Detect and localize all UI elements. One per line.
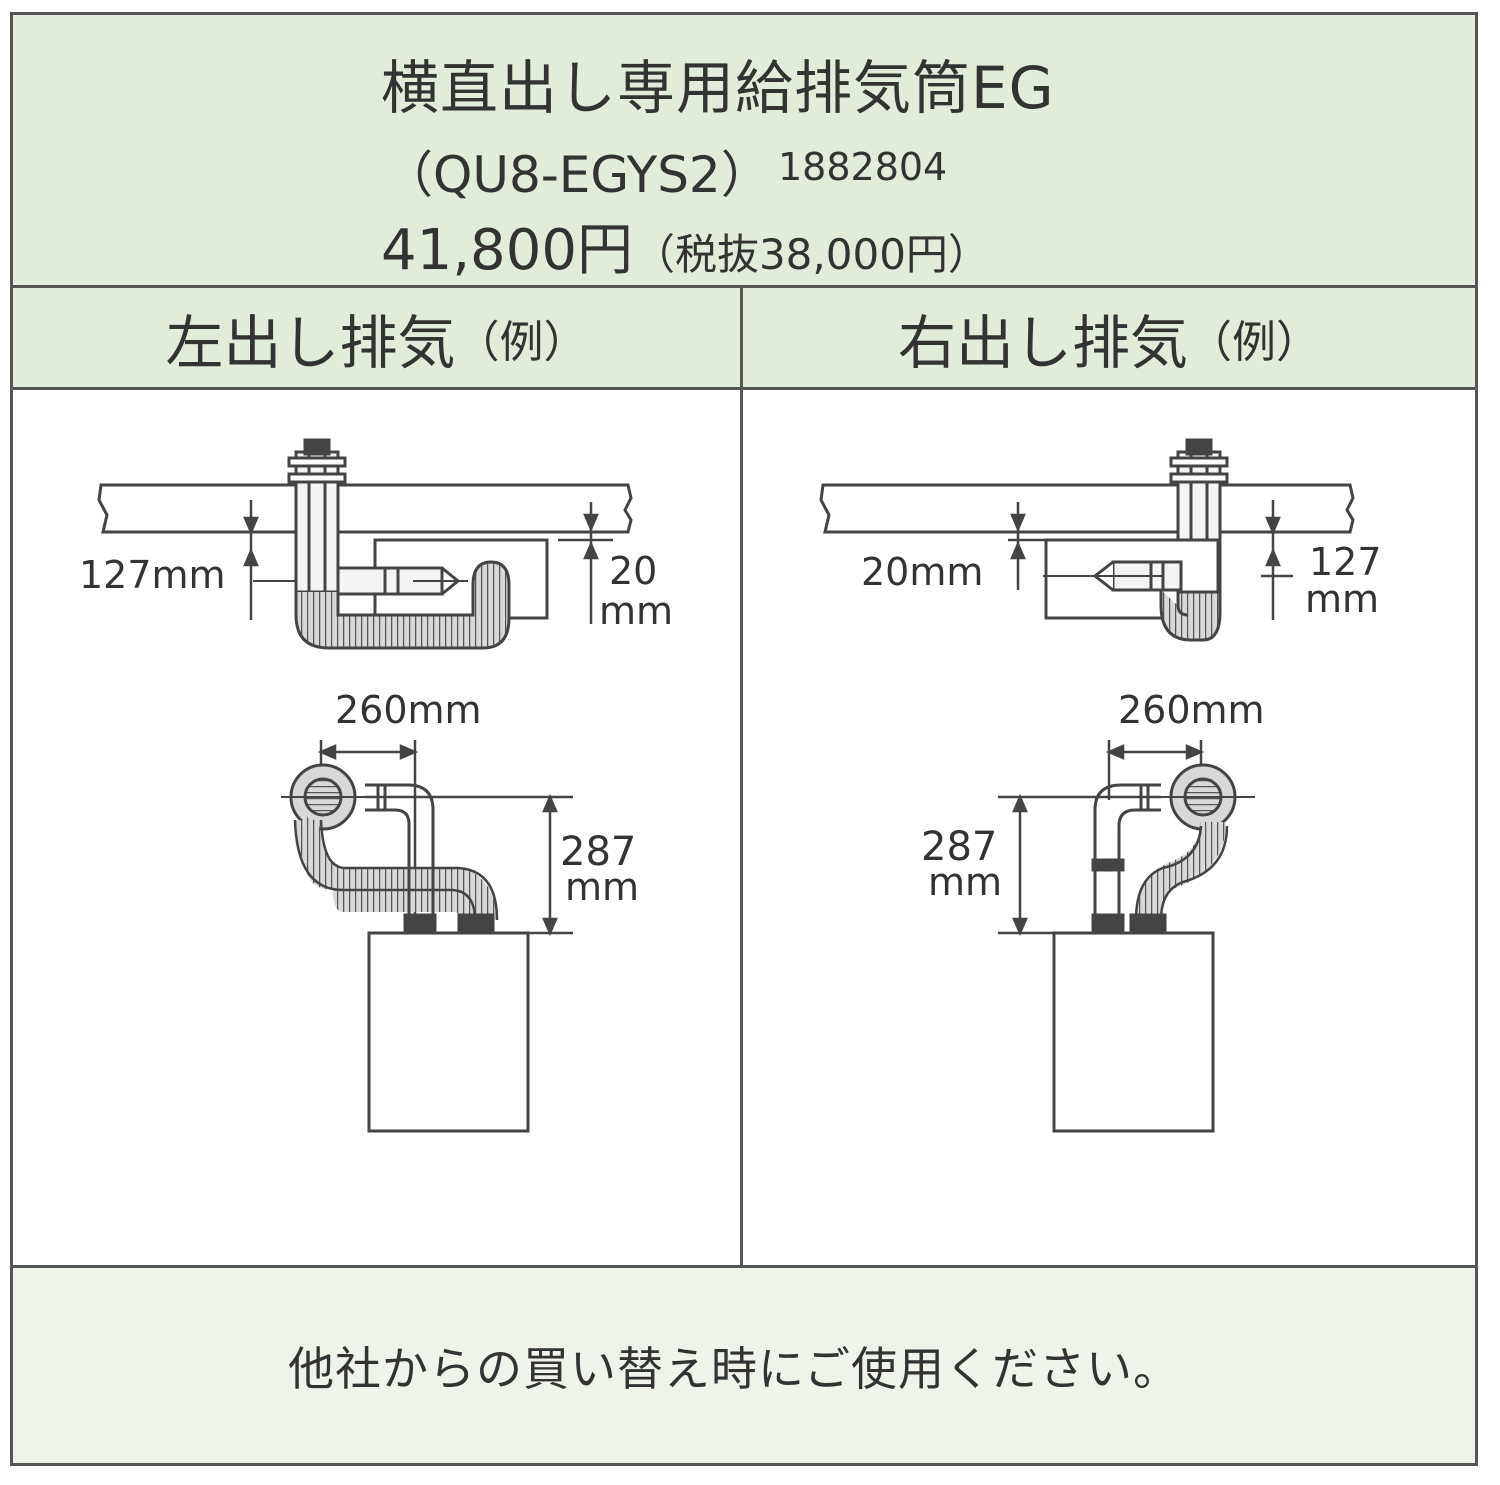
right-dim-height-value: 287 [921,824,997,870]
product-spec-table: 横直出し専用給排気筒EG （QU8-EGYS2） 1882804 41,800円… [10,12,1478,1466]
left-exhaust-heading: 左出し排気（例） [13,288,743,390]
left-side-view [97,438,633,650]
left-dim-b [558,502,613,624]
left-dim-b-value: 20 [609,549,657,593]
left-exhaust-example: （例） [455,316,588,368]
right-exhaust-diagram: 20mm 127 mm 260mm [819,438,1382,1133]
product-model: （QU8-EGYS2） [383,146,771,204]
left-dim-height [365,793,573,937]
product-price: 41,800円（税抜38,000円） [381,205,990,286]
product-header: 横直出し専用給排気筒EG （QU8-EGYS2） 1882804 41,800円… [13,15,1475,288]
right-side-view [819,438,1355,642]
left-dim-height-unit: mm [565,865,639,909]
right-dim-a-label: 20mm [861,550,983,594]
right-dim-b [1261,500,1293,620]
price-tax-excluded: （税抜38,000円） [632,230,990,279]
left-exhaust-diagram: 127mm 20 mm 260mm [79,438,673,1133]
left-front-view [281,763,530,1133]
right-dim-a [1008,502,1058,590]
right-exhaust-example: （例） [1188,316,1320,368]
right-exhaust-heading: 右出し排気（例） [743,288,1475,390]
usage-note-row: 他社からの買い替え時にご使用ください。 [13,1265,1475,1463]
product-title: 横直出し専用給排気筒EG [381,54,1055,122]
usage-note: 他社からの買い替え時にご使用ください。 [287,1341,1181,1396]
right-dim-height-unit: mm [928,860,1002,904]
right-dim-height [998,793,1161,937]
right-exhaust-diagram-panel: 20mm 127 mm 260mm [743,390,1475,1265]
left-dim-a-label: 127mm [79,553,226,597]
left-dim-a [241,500,263,620]
right-dim-b-unit: mm [1305,577,1379,621]
left-dim-b-unit: mm [599,589,673,633]
left-exhaust-diagram-panel: 127mm 20 mm 260mm [13,390,743,1265]
left-dim-height-value: 287 [560,829,636,875]
right-dim-width-label: 260mm [1118,688,1265,732]
right-dim-b-value: 127 [1309,540,1382,584]
price-value: 41,800円 [381,218,633,283]
right-exhaust-title: 右出し排気 [897,308,1188,377]
product-code: 1882804 [778,145,948,189]
left-exhaust-title: 左出し排気 [165,308,456,377]
left-dim-width-label: 260mm [335,688,482,732]
right-front-view [1052,763,1255,1133]
